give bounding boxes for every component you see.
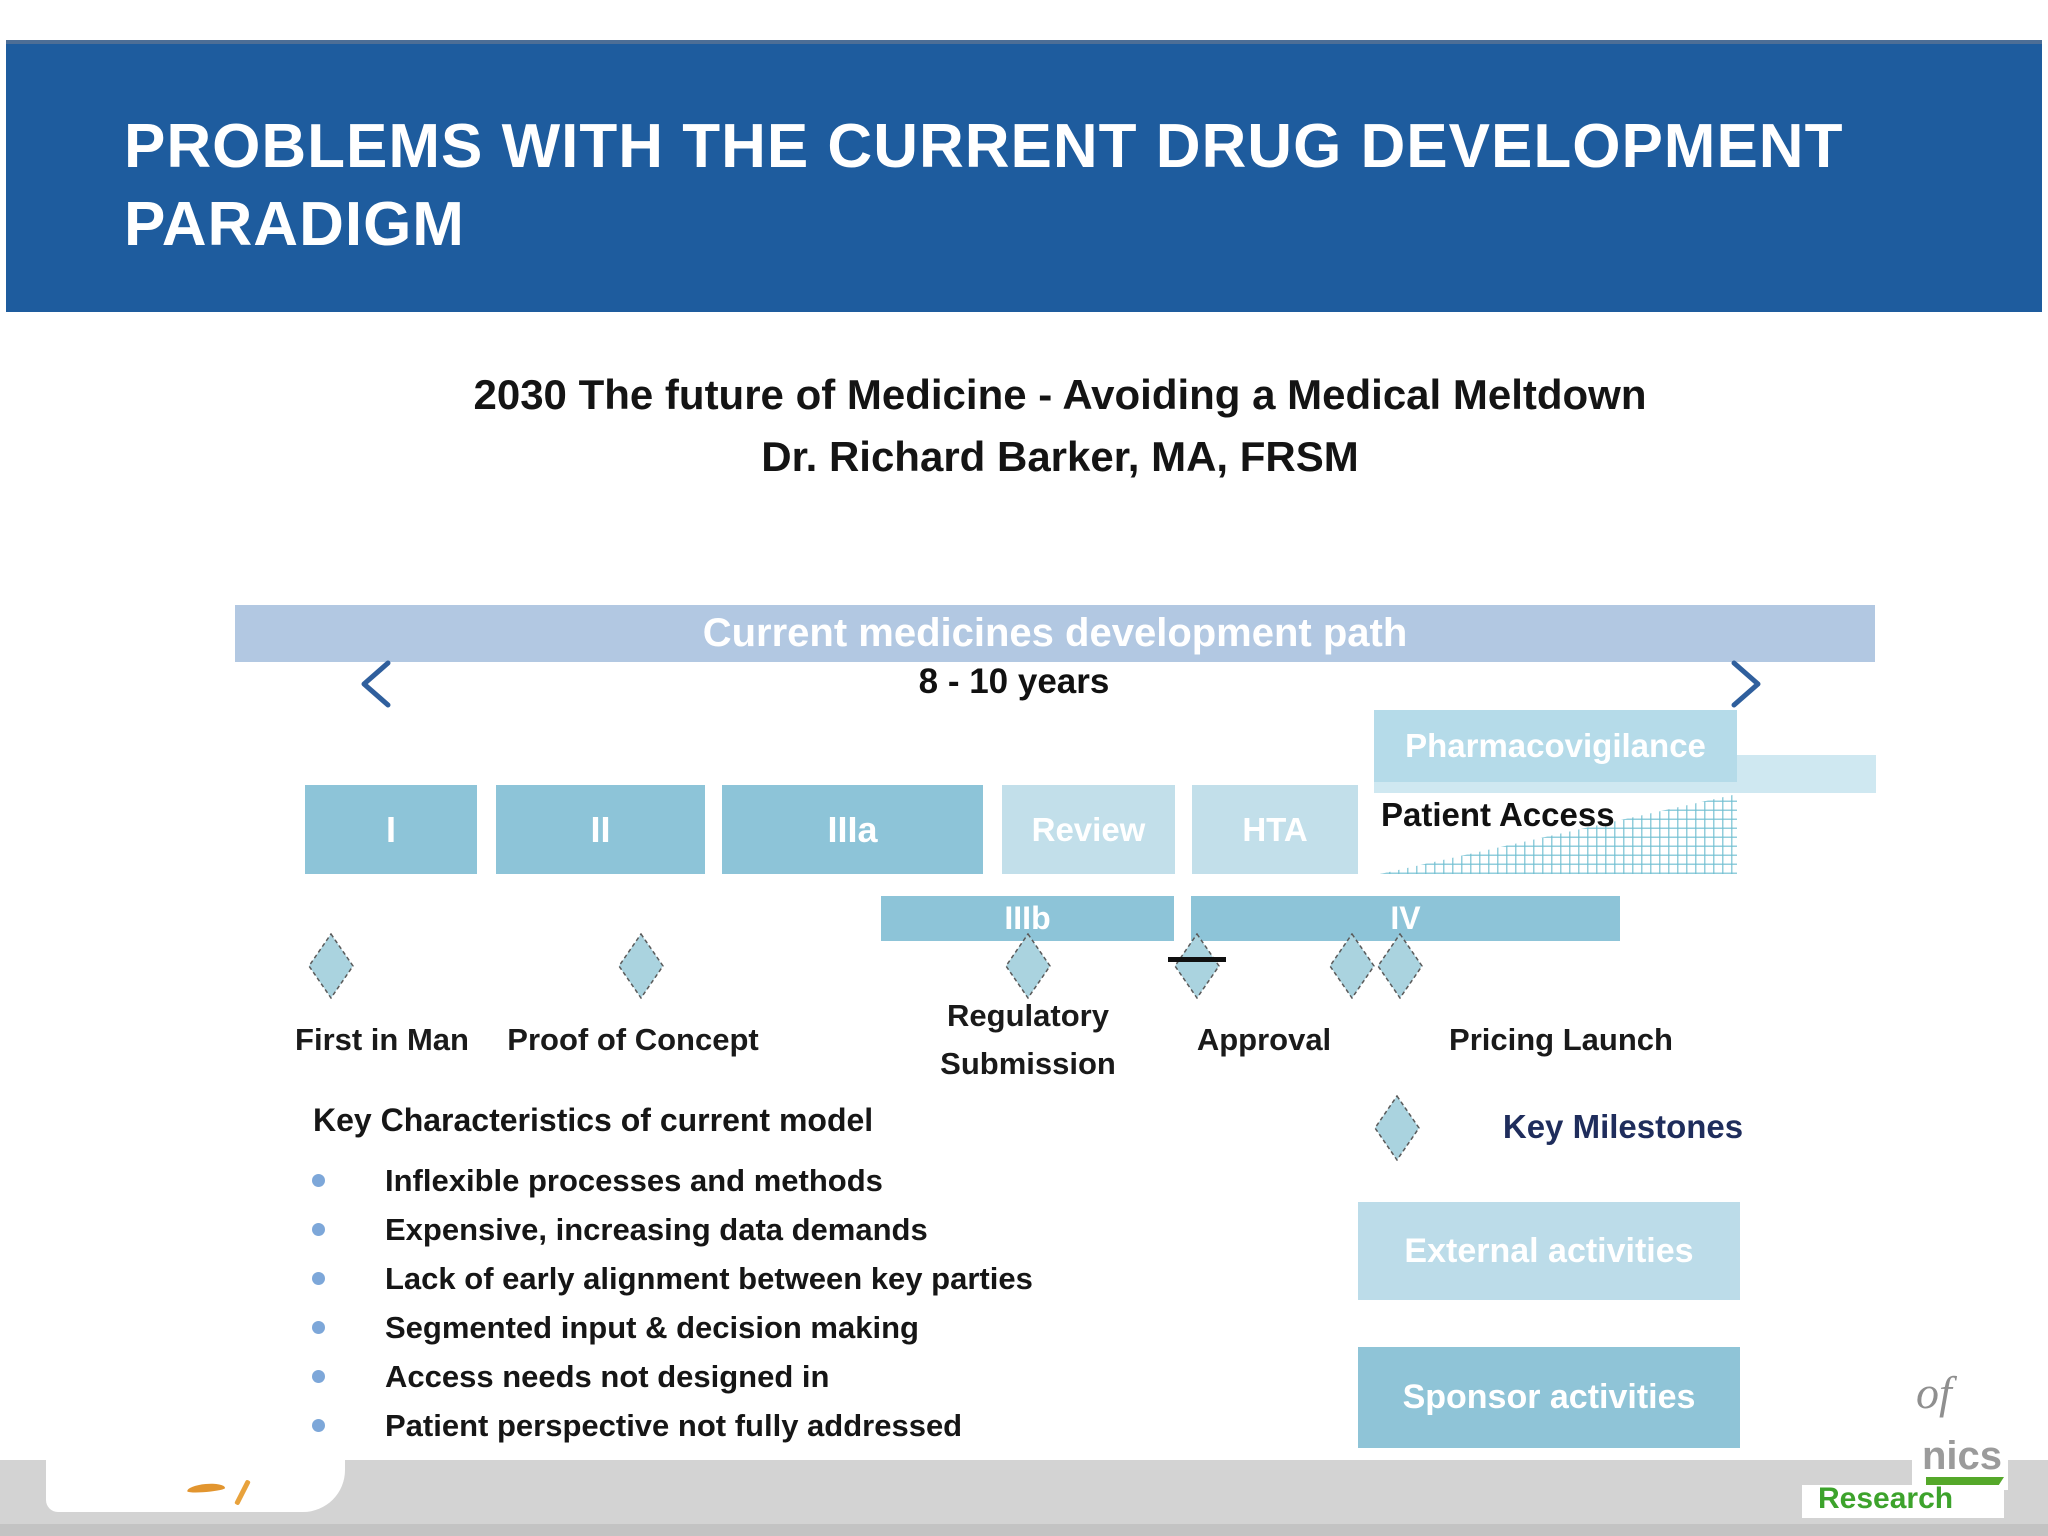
list-item-text: Access needs not designed in: [385, 1358, 830, 1394]
milestone-diamond-icon: [1329, 933, 1375, 999]
research-logo-text: Research: [1818, 1482, 1954, 1515]
header-band: PROBLEMS WITH THE CURRENT DRUG DEVELOPME…: [6, 40, 2042, 312]
bullet-dot-icon: [312, 1174, 325, 1187]
page-title-line1: PROBLEMS WITH THE CURRENT DRUG DEVELOPME…: [124, 112, 1844, 181]
list-item: Segmented input & decision making: [312, 1303, 1172, 1352]
phase-box-i: I: [305, 785, 477, 874]
bullet-dot-icon: [312, 1321, 325, 1334]
milestone-label-proof-of-concept: Proof of Concept: [507, 1022, 759, 1057]
milestone-diamond-icon: [1174, 933, 1220, 999]
approval-marker-line: [1168, 957, 1226, 962]
phase-box-iv: IV: [1191, 896, 1620, 941]
subtitle-line2: Dr. Richard Barker, MA, FRSM: [761, 433, 1359, 480]
list-item: Inflexible processes and methods: [312, 1156, 1172, 1205]
partial-logo-text-of: of: [1916, 1367, 1952, 1418]
list-item-text: Lack of early alignment between key part…: [385, 1260, 1033, 1296]
phase-box-review: Review: [1002, 785, 1175, 874]
key-characteristics-list: Inflexible processes and methods Expensi…: [312, 1156, 1172, 1450]
milestone-diamond-icon: [1377, 933, 1423, 999]
key-characteristics-heading: Key Characteristics of current model: [313, 1102, 874, 1138]
list-item-text: Expensive, increasing data demands: [385, 1211, 928, 1247]
legend-sponsor-activities-box: Sponsor activities: [1358, 1347, 1740, 1448]
milestone-diamond-icon: [1005, 933, 1051, 999]
phase-box-ii: II: [496, 785, 705, 874]
subtitle-line1: 2030 The future of Medicine - Avoiding a…: [473, 371, 1647, 418]
timeline-banner: Current medicines development path: [235, 605, 1875, 662]
list-item-text: Inflexible processes and methods: [385, 1162, 883, 1198]
bullet-dot-icon: [312, 1419, 325, 1432]
milestone-label-first-in-man: First in Man: [295, 1022, 469, 1057]
duration-label: 8 - 10 years: [918, 662, 1110, 701]
milestone-label-approval: Approval: [1196, 1022, 1332, 1057]
subtitle: 2030 The future of Medicine - Avoiding a…: [100, 364, 2020, 488]
legend-key-milestones-label: Key Milestones: [1502, 1108, 1744, 1145]
legend-external-activities-box: External activities: [1358, 1202, 1740, 1300]
phase-box-iiia: IIIa: [722, 785, 983, 874]
footer-band-edge: [0, 1524, 2048, 1536]
list-item: Expensive, increasing data demands: [312, 1205, 1172, 1254]
research-logo-box: Research: [1802, 1482, 2004, 1518]
phase-box-hta: HTA: [1192, 785, 1358, 874]
bullet-dot-icon: [312, 1272, 325, 1285]
list-item-text: Patient perspective not fully addressed: [385, 1407, 963, 1443]
page-title-line2: PARADIGM: [124, 190, 465, 259]
milestone-diamond-icon: [308, 933, 354, 999]
patient-access-label: Patient Access: [1381, 796, 1615, 833]
duration-arrows-icon: [361, 660, 1761, 708]
list-item-text: Segmented input & decision making: [385, 1309, 919, 1345]
milestone-label-pricing-launch: Pricing Launch: [1449, 1022, 1673, 1057]
list-item: Lack of early alignment between key part…: [312, 1254, 1172, 1303]
page-title: PROBLEMS WITH THE CURRENT DRUG DEVELOPME…: [124, 108, 1843, 264]
footer-logo-tab: [46, 1452, 345, 1512]
pharmacovigilance-box: Pharmacovigilance: [1374, 710, 1737, 782]
partial-logo-text-nics: nics: [1922, 1434, 2003, 1478]
milestone-label-regulatory-submission: Regulatory Submission: [940, 998, 1116, 1081]
list-item: Access needs not designed in: [312, 1352, 1172, 1401]
legend-diamond-icon: [1374, 1095, 1420, 1161]
list-item: Patient perspective not fully addressed: [312, 1401, 1172, 1450]
bullet-dot-icon: [312, 1223, 325, 1236]
milestone-diamond-icon: [618, 933, 664, 999]
bullet-dot-icon: [312, 1370, 325, 1383]
